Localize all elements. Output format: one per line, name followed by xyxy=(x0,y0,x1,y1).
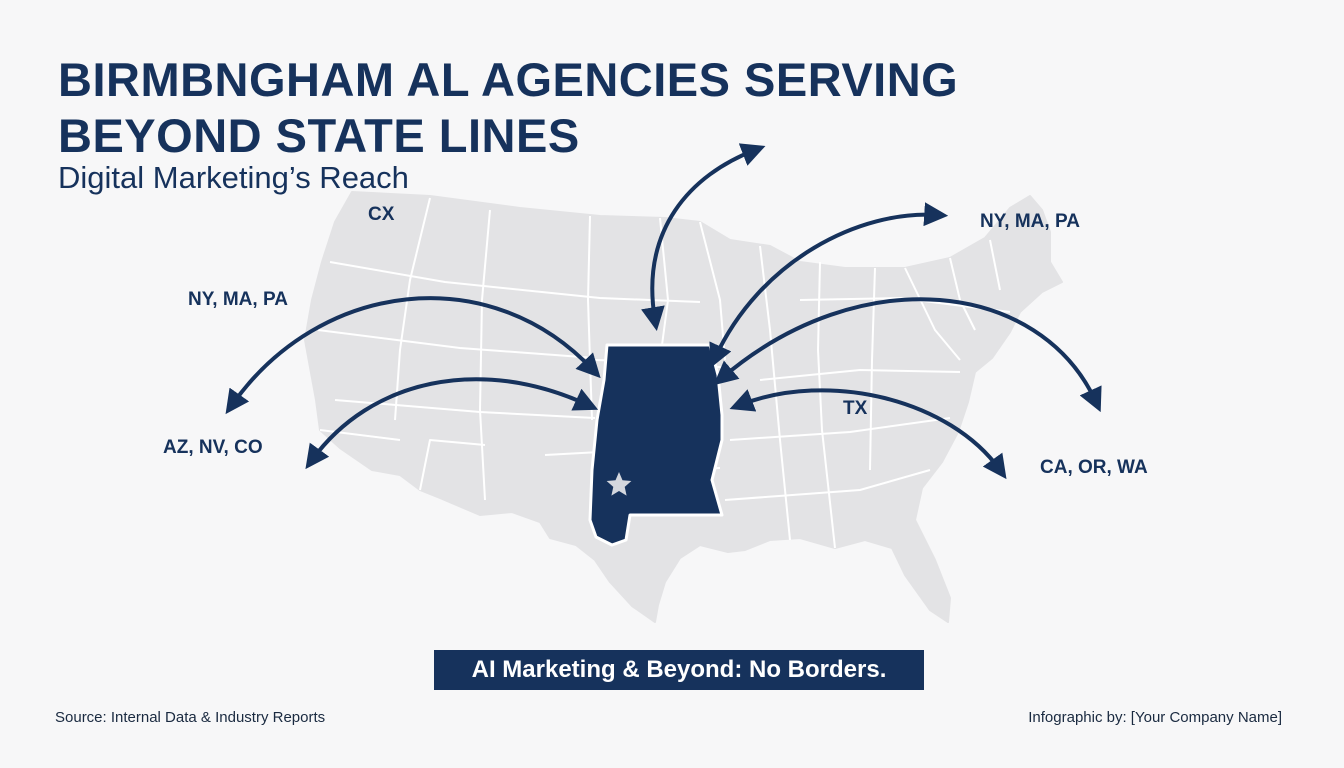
tagline-banner: AI Marketing & Beyond: No Borders. xyxy=(434,650,924,690)
label-cx: CX xyxy=(368,204,395,225)
label-ca: CA, OR, WA xyxy=(1040,457,1148,478)
arrow-left-lower xyxy=(305,377,599,470)
arrow-left-upper xyxy=(225,296,601,415)
page-subtitle: Digital Marketing’s Reach xyxy=(58,160,409,195)
label-az: AZ, NV, CO xyxy=(163,437,263,458)
arrow-right-upper xyxy=(709,202,949,369)
highlighted-state xyxy=(588,343,724,547)
label-tx: TX xyxy=(843,398,868,419)
label-ny-left: NY, MA, PA xyxy=(188,289,288,310)
title-line-1: BIRMBNGHAM AL AGENCIES SERVING xyxy=(58,53,959,106)
credit-note: Infographic by: [Your Company Name] xyxy=(1028,709,1282,726)
arrow-right-middle xyxy=(713,297,1102,413)
arrow-right-lower xyxy=(729,388,1007,480)
source-note: Source: Internal Data & Industry Reports xyxy=(55,709,326,726)
arrows xyxy=(225,143,1102,480)
label-ny-right: NY, MA, PA xyxy=(980,211,1080,232)
star-icon xyxy=(606,472,632,496)
title-line-2: BEYOND STATE LINES xyxy=(58,109,580,162)
arrow-top xyxy=(641,143,766,332)
page-title: BIRMBNGHAM AL AGENCIES SERVING BEYOND ST… xyxy=(58,52,958,164)
